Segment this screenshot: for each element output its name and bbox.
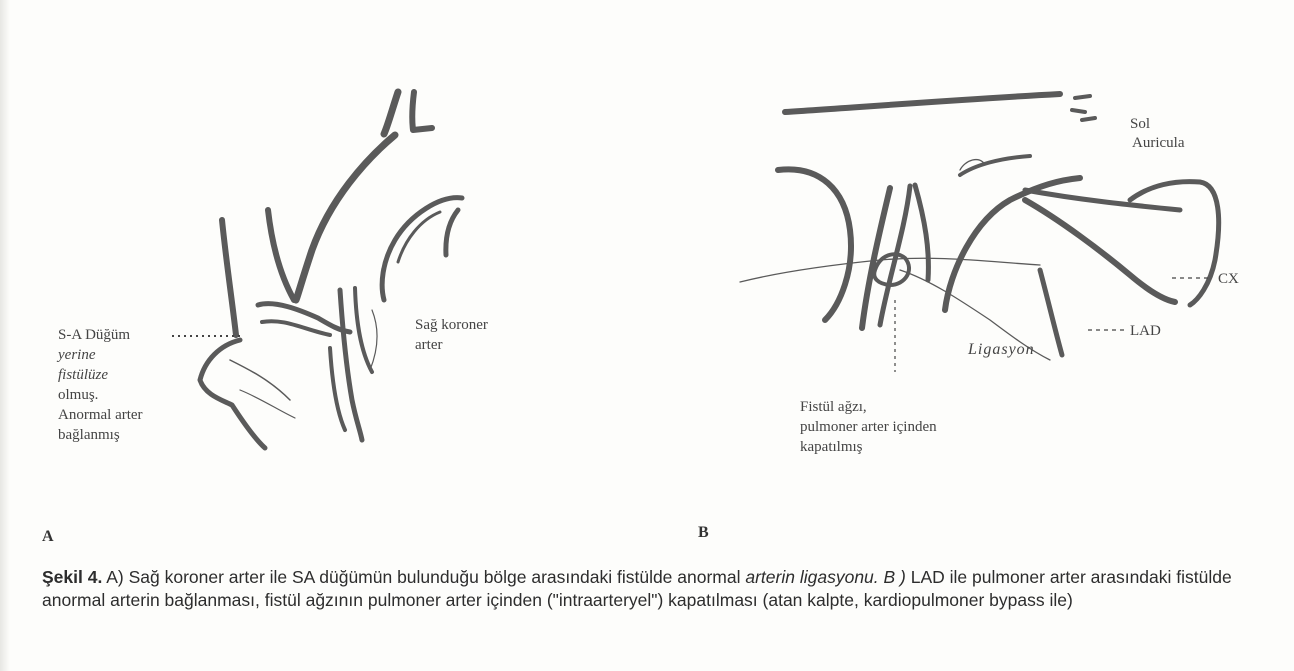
cx-stroke — [1025, 190, 1180, 210]
lad-arc — [960, 156, 1030, 175]
sa-node-label-line4: olmuş. — [58, 386, 98, 405]
pa-stroke — [915, 185, 928, 280]
sa-node-label-line6: bağlanmış — [58, 426, 120, 445]
figure-caption: Şekil 4. A) Sağ koroner arter ile SA düğ… — [42, 566, 1282, 612]
left-arc — [778, 169, 851, 320]
sa-node-label-line1: S-A Düğüm — [58, 326, 130, 345]
auricula-label: Auricula — [1132, 134, 1184, 153]
sa-node-label-line2: yerine — [58, 346, 95, 365]
fistul-label-line2: pulmoner arter içinden — [800, 418, 937, 437]
caption-italic: arterin ligasyonu. B ) — [745, 567, 910, 587]
caption-part1: A) Sağ koroner arter ile SA düğümün bulu… — [102, 567, 745, 587]
sa-node-label-line5: Anormal arter — [58, 406, 143, 425]
panel-letter-a: A — [42, 528, 54, 546]
rca-label-line1: Sağ koroner — [415, 316, 488, 335]
cx-label: CX — [1218, 270, 1239, 289]
caption-prefix: Şekil 4. — [42, 567, 102, 587]
top-stroke — [785, 94, 1060, 112]
lad-down — [1040, 270, 1062, 355]
cx-stroke — [1025, 200, 1175, 302]
fistul-label-line1: Fistül ağzı, — [800, 398, 867, 417]
ligasyon-label: Ligasyon — [968, 340, 1035, 359]
fistul-label-line3: kapatılmış — [800, 438, 863, 457]
top-dash — [1072, 96, 1095, 120]
sa-node-label-line3: fistülüze — [58, 366, 108, 385]
panel-letter-b: B — [698, 524, 709, 542]
sol-label: Sol — [1130, 115, 1150, 134]
rca-label-line2: arter — [415, 336, 442, 355]
lad-label: LAD — [1130, 322, 1161, 341]
